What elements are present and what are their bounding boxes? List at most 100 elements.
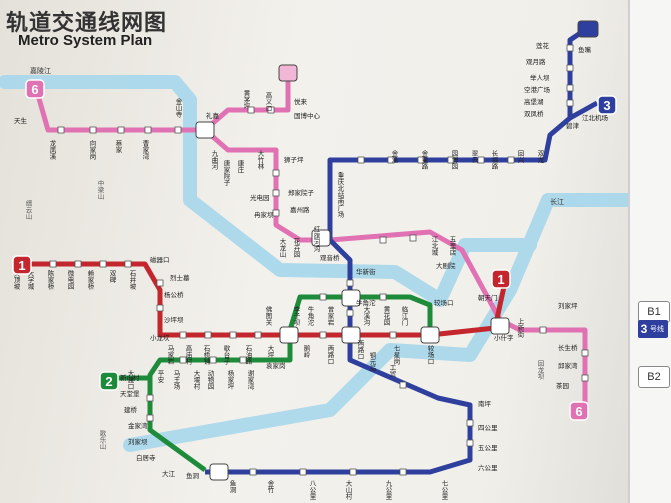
station-label-line1-10: 高庙村	[184, 344, 192, 365]
station-label-line2-17: 天堂堡	[120, 389, 140, 398]
river-label-0: 嘉陵江	[30, 66, 51, 75]
station-label-line3_north-10: 重庆北站南广场	[336, 172, 344, 219]
station-label-line3_south-11: 九公里	[384, 479, 392, 500]
station-label-line6_south-0: 九曲河	[210, 149, 218, 170]
station-label-line3_north-6: 翠云	[470, 150, 478, 165]
station-label-line6_west-9: 国博中心	[294, 111, 321, 120]
station-label-line2-18: 建桥	[124, 405, 138, 414]
station-label-line6_south-4: 光电园	[250, 193, 270, 202]
station-label-line6_east-3: 大剧院	[436, 261, 456, 270]
station-label-line3_north-1: 碧津	[566, 121, 580, 130]
station-label-line2-8: 袁家岗	[266, 361, 286, 370]
station-label-line3_north-3: 双龙	[536, 150, 544, 165]
station-label-line6_west-1: 龙凤溪	[48, 139, 56, 161]
station-label-line1-15: 烈士墓	[170, 273, 190, 282]
station-label-line1-8: 歇台子	[222, 344, 230, 365]
station-label-line3_north-12: 郑家院子	[288, 188, 315, 197]
terminal-badge-0: 6	[25, 79, 45, 99]
terminal-badge-5: 6	[569, 401, 589, 421]
station-label-line2-10: 杨家坪	[226, 369, 234, 391]
station-label-misc-3: 回龙坝	[536, 360, 544, 381]
station-label-line2-21: 白居寺	[136, 453, 156, 462]
station-label-line1-23: 尖顶坡	[12, 269, 20, 291]
interchange-stations	[195, 20, 599, 481]
station-label-line2-11: 动物园	[206, 370, 214, 391]
station-label-line6_west-7: 高义口	[264, 91, 272, 112]
station-label-line6_south-6: 大龙山	[278, 237, 286, 259]
station-label-line3_north-9: 金渝	[390, 149, 398, 165]
station-label-line2-6: 李子坝	[292, 305, 300, 327]
station-label-misc-2: 歌乐山	[98, 429, 106, 451]
station-label-line6_east-8: 茶园	[556, 381, 569, 390]
station-label-line2-7: 佛图关	[264, 305, 272, 327]
line-2-route	[115, 294, 433, 473]
line-3-sign: 3 号线	[638, 320, 668, 338]
station-label-line3_south-1: 华新街	[356, 267, 376, 276]
station-label-line2-14: 平安	[156, 370, 164, 385]
station-label-line1-14: 杨公桥	[164, 290, 184, 299]
station-label-line3_south-3: 两路口	[356, 340, 364, 360]
station-label-line1-12: 小龙坎	[150, 333, 170, 342]
station-label-line2-23: 鱼洞	[186, 471, 200, 480]
map-title-english: Metro System Plan	[18, 32, 153, 49]
terminal-badge-2: 2	[99, 371, 119, 391]
station-label-layer: 天生龙凤溪向家岗蔡家曹家湾金山寺黄茅坪高义口悦来国博中心九曲河唐家院子康庄大竹林…	[12, 41, 609, 500]
station-label-line6_east-1: 五里店	[448, 236, 456, 257]
side-panel: B1 3 号线 B2	[628, 0, 671, 503]
level-b1-sign: B1	[638, 301, 670, 323]
station-label-line1-0: 朝天门	[478, 293, 498, 302]
station-label-line2-5: 牛角沱	[306, 305, 314, 327]
station-label-line6_west-6: 黄茅坪	[242, 89, 250, 111]
station-label-line1-6: 大坪	[266, 344, 274, 360]
station-label-line6_south-7: 花卉园	[292, 237, 300, 259]
metro-network-map: 天生龙凤溪向家岗蔡家曹家湾金山寺黄茅坪高义口悦来国博中心九曲河唐家院子康庄大竹林…	[0, 20, 628, 500]
terminal-badge-number-5: 6	[575, 404, 582, 419]
station-label-line3_south-15: 鱼洞	[228, 479, 236, 494]
station-label-line3_north-13: 嘉州路	[290, 205, 310, 214]
terminal-badge-number-2: 2	[105, 374, 112, 389]
station-label-line3_north-7: 园博园	[450, 150, 458, 171]
station-label-line6_east-4: 上新街	[516, 317, 524, 339]
station-label-line1-21: 陈家桥	[46, 269, 54, 291]
station-label-line1-22: 大学城	[26, 269, 34, 291]
station-label-line6_east-6: 长生桥	[558, 343, 578, 352]
station-label-line2-1: 临江门	[400, 305, 408, 327]
station-label-line6_south-5: 冉家坝	[254, 210, 274, 219]
line-6-route	[33, 80, 588, 410]
level-b2-sign: B2	[638, 366, 670, 388]
station-label-line6_east-2: 江北城	[430, 236, 438, 257]
station-label-line3_north-14: 莲花	[536, 41, 550, 50]
station-label-line2-15: 大渡口	[126, 369, 134, 390]
terminal-badge-number-0: 6	[31, 82, 38, 97]
station-label-line6_south-1: 唐家院子	[222, 159, 230, 187]
station-label-line3_south-12: 大山村	[344, 479, 352, 500]
station-label-line3_south-9: 六公里	[478, 463, 498, 472]
station-label-line6_west-2: 向家岗	[88, 139, 96, 160]
line-3-number: 3	[640, 322, 648, 336]
station-label-line6_east-7: 邱家湾	[558, 361, 578, 370]
station-label-line2-0: 较场口	[434, 298, 454, 307]
terminal-badge-number-1: 1	[18, 258, 25, 273]
river-label-1: 长江	[550, 197, 564, 206]
station-label-line1-2: 较场口	[426, 344, 434, 365]
station-label-line3_south-14: 金竹	[266, 479, 274, 495]
station-label-line1-17: 石井坡	[128, 270, 136, 291]
station-label-line3_south-6: 南坪	[478, 399, 492, 408]
station-label-line6_west-4: 曹家湾	[141, 139, 149, 161]
station-label-line3_south-0: 观音桥	[320, 253, 340, 262]
station-label-line6_south-8: 红旗河沟	[312, 225, 320, 254]
station-label-line1-9: 石桥铺	[202, 345, 210, 366]
terminal-badge-4: 1	[491, 269, 511, 289]
station-label-line3_south-2: 牛角沱	[356, 298, 376, 307]
station-label-line2-13: 马王场	[172, 370, 180, 391]
station-label-line3_south-13: 八公里	[308, 480, 316, 500]
station-label-line6_east-5: 刘家坪	[558, 301, 578, 310]
station-label-line3_north-0: 鱼嘴	[578, 45, 592, 54]
river-jialing	[0, 75, 537, 307]
station-label-line6_south-3: 大竹林	[256, 149, 264, 171]
station-label-line2-19: 金家湾	[128, 421, 148, 430]
station-label-line2-16: 新山村	[120, 373, 140, 382]
station-label-line6_south-2: 康庄	[236, 159, 244, 175]
